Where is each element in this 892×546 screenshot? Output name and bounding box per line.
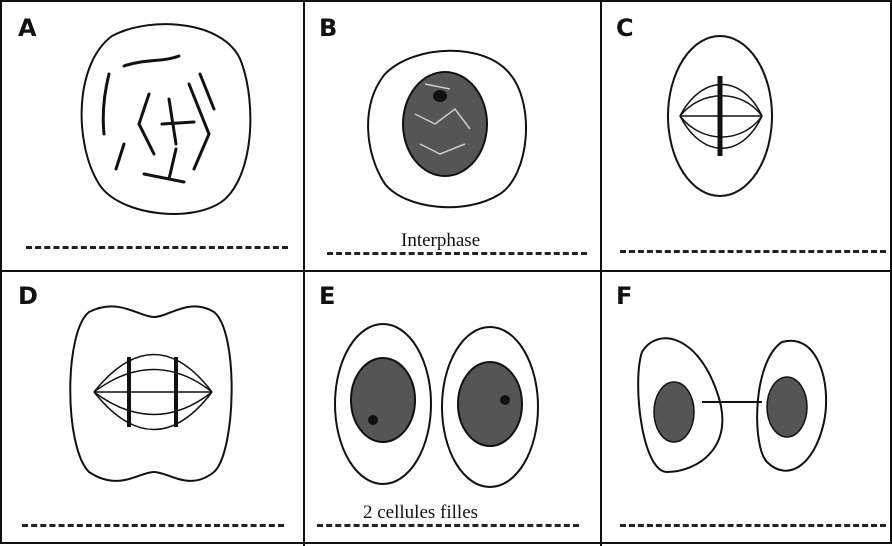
answer-line — [26, 246, 288, 249]
prophase-cell-illustration — [4, 4, 303, 270]
panel-a: A — [4, 4, 303, 270]
panel-d: D — [4, 272, 303, 544]
telophase-cell-illustration — [602, 272, 892, 544]
caption-daughter-cells: 2 cellules filles — [363, 502, 478, 524]
anaphase-cell-illustration — [4, 272, 303, 544]
answer-line — [620, 524, 886, 527]
metaphase-cell-illustration — [602, 4, 892, 270]
caption-interphase: Interphase — [401, 230, 480, 252]
panel-b: B Interphase — [305, 4, 600, 270]
answer-line — [327, 252, 587, 255]
panel-c: C — [602, 4, 892, 270]
answer-line — [620, 250, 886, 253]
panel-f: F — [602, 272, 892, 544]
answer-line — [22, 524, 284, 527]
panel-e: E 2 cellules filles — [305, 272, 600, 544]
answer-line — [317, 524, 579, 527]
